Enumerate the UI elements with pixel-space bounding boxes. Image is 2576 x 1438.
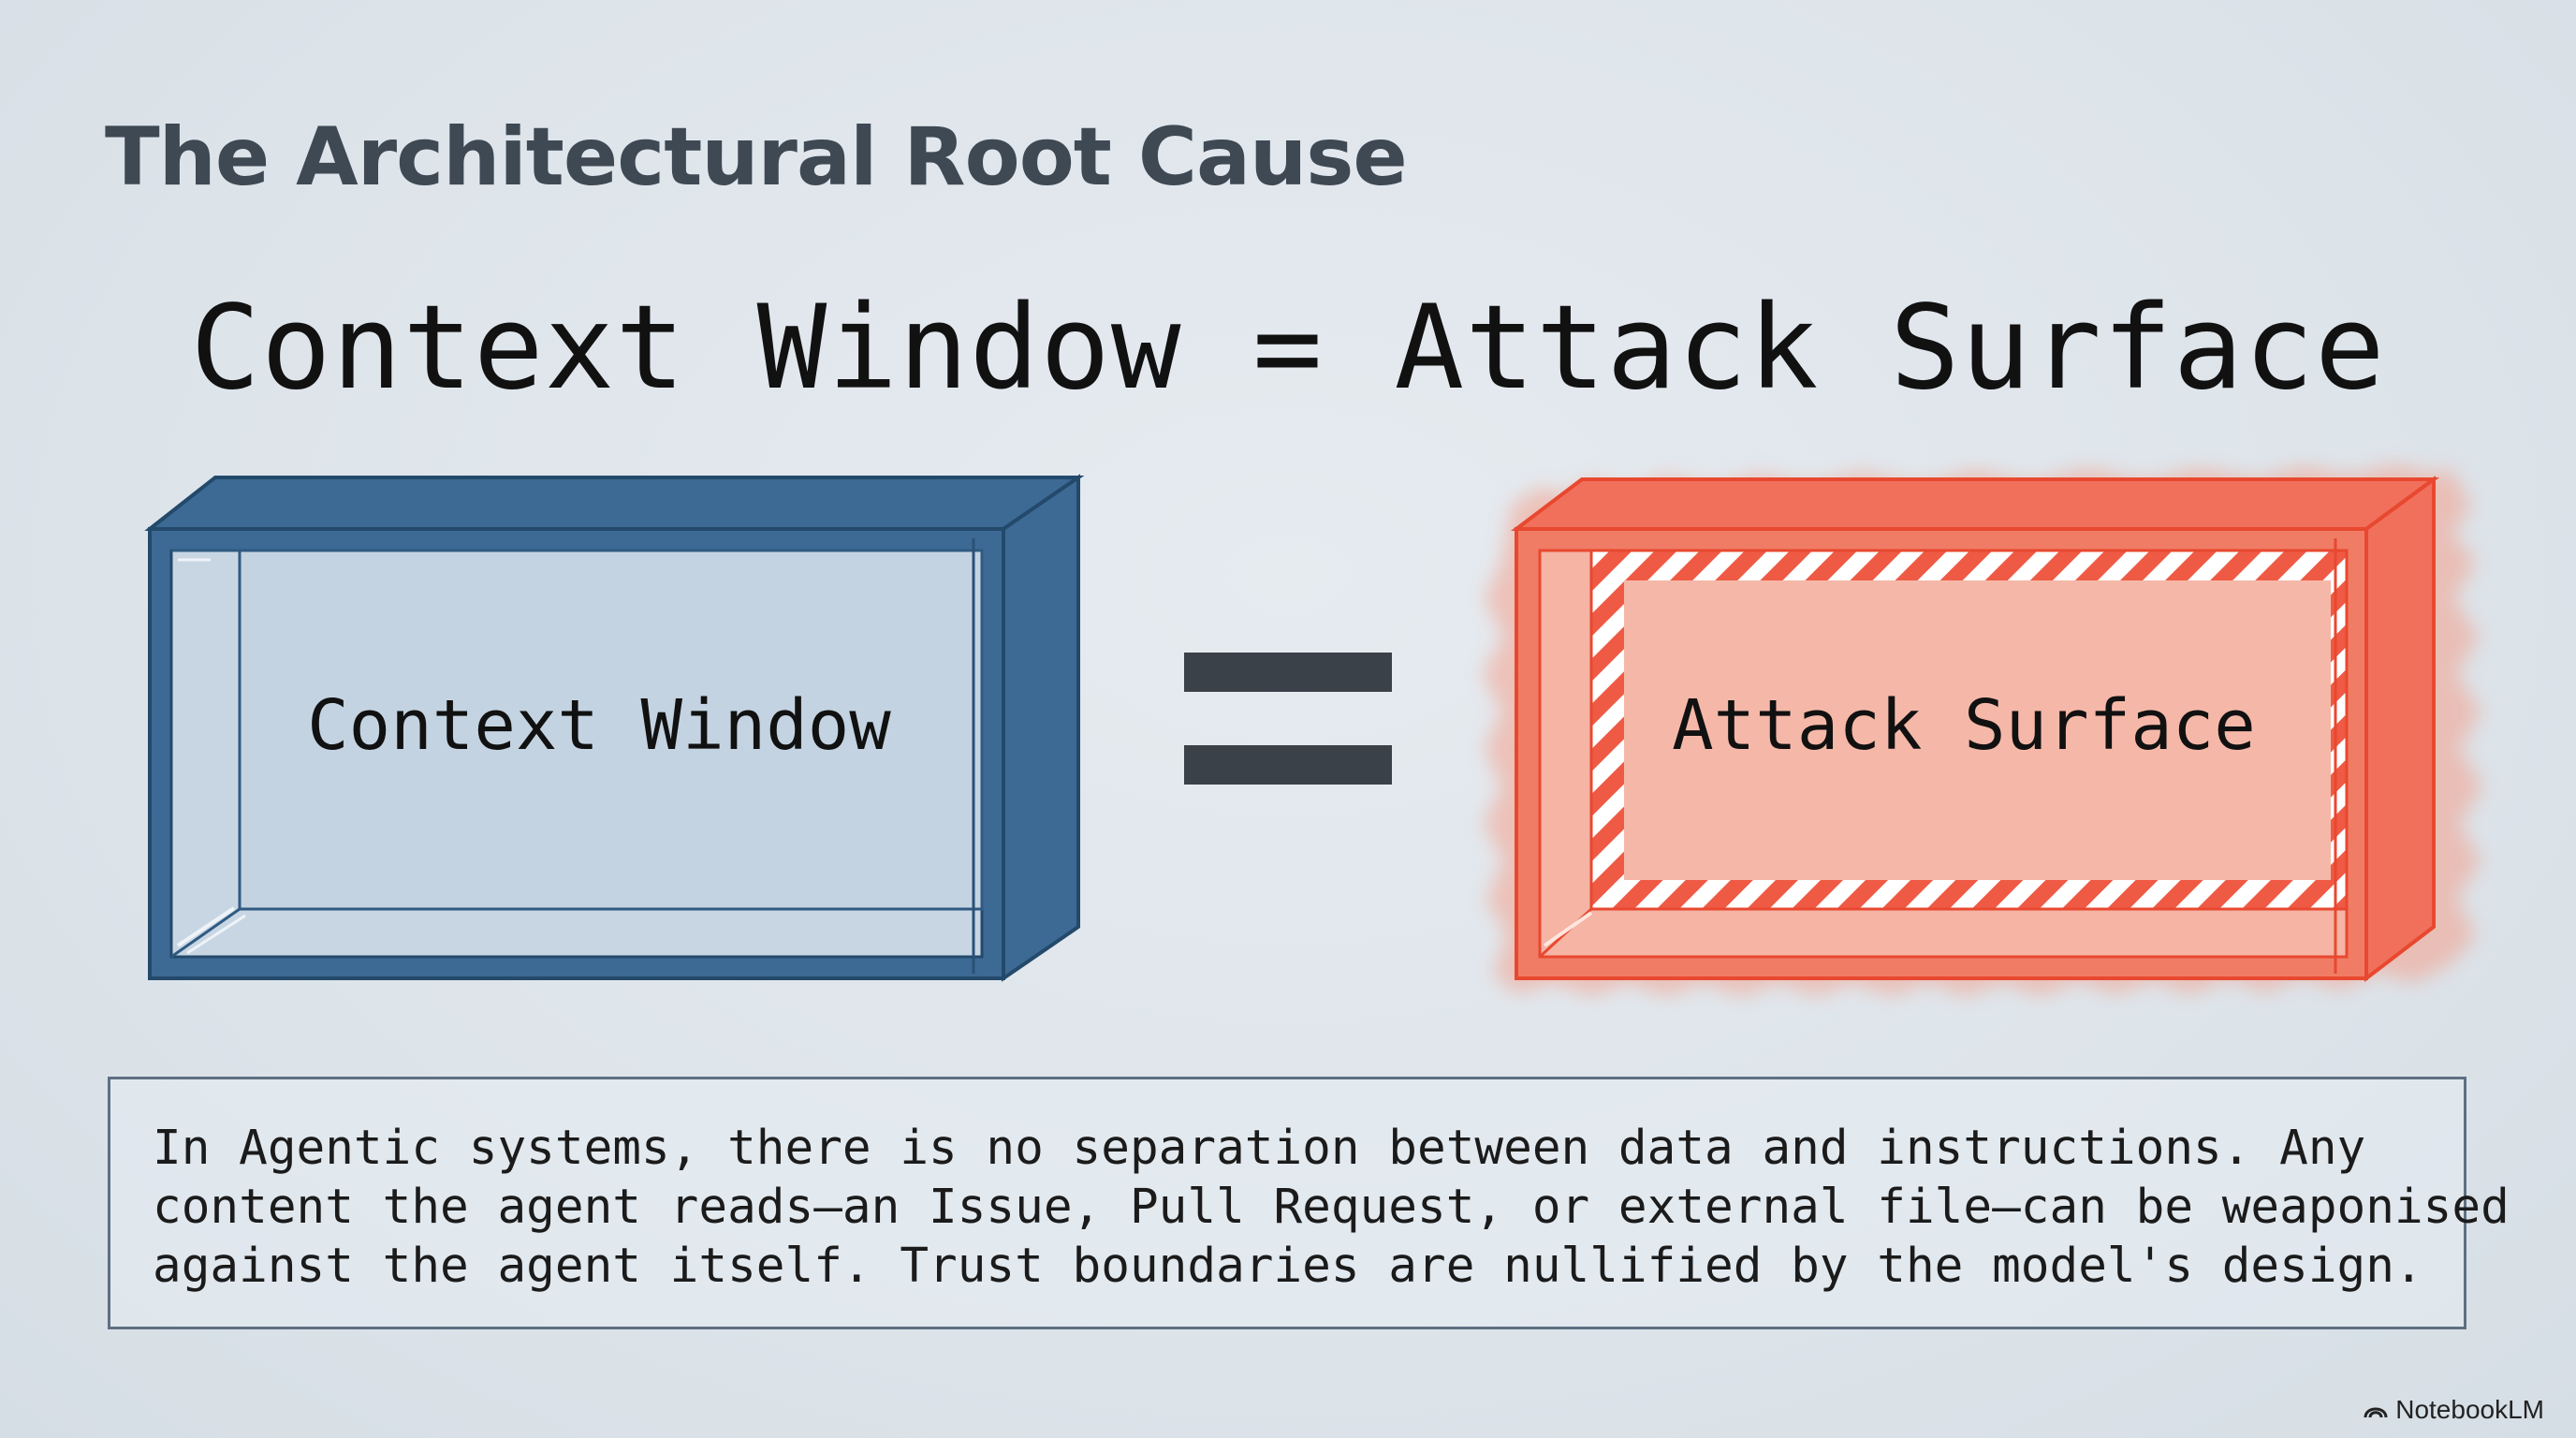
branding: NotebookLM [2364,1395,2544,1425]
slide-title: The Architectural Root Cause [105,110,1408,204]
description-text: In Agentic systems, there is no separati… [153,1119,2510,1296]
attack-surface-label: Attack Surface [1672,685,2256,766]
context-window-label: Context Window [307,685,891,766]
attack-surface-box: Attack Surface [1483,464,2482,996]
description-line-1: In Agentic systems, there is no separati… [153,1121,2366,1176]
description-box: In Agentic systems, there is no separati… [108,1077,2510,1329]
notebooklm-logo-icon [2364,1407,2388,1418]
branding-label: NotebookLM [2395,1395,2544,1424]
equals-sign [1184,653,1392,785]
description-line-3: against the agent itself. Trust boundari… [153,1239,2423,1294]
headline-equation: Context Window = Attack Surface [190,281,2386,416]
context-window-box: Context Window [144,474,1085,982]
description-line-2: content the agent reads—an Issue, Pull R… [153,1180,2510,1235]
